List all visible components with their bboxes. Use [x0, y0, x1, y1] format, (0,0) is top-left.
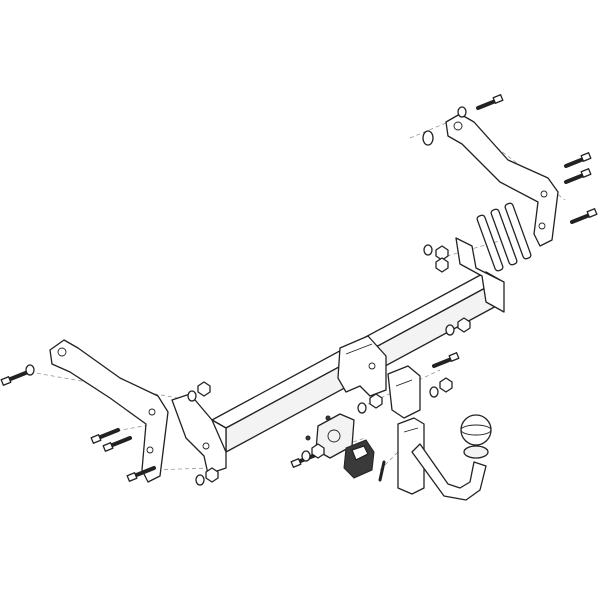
washer — [429, 386, 439, 398]
bolt — [476, 94, 504, 110]
nut — [205, 467, 219, 483]
crossbar-right-flange — [455, 237, 505, 313]
nut — [311, 443, 325, 459]
right-mounting-bracket — [445, 113, 559, 247]
bolt — [564, 152, 592, 168]
tow-ball-assembly — [397, 414, 492, 501]
tow-ball-collar — [463, 445, 489, 459]
washers — [25, 106, 467, 486]
bolt — [90, 428, 120, 444]
nut — [457, 317, 471, 333]
washer — [422, 130, 434, 146]
washer — [357, 402, 367, 414]
bolt — [564, 168, 592, 184]
bolt — [570, 208, 598, 224]
crossbar-center-bracket — [337, 335, 387, 397]
nut — [197, 381, 211, 397]
tow-ball-neck — [411, 443, 487, 501]
spacer-plates — [476, 202, 532, 272]
spacer-plate — [476, 214, 504, 272]
bolt — [378, 460, 386, 482]
washer — [301, 450, 311, 462]
nut — [369, 393, 383, 409]
crossbar-left-flange — [171, 393, 227, 475]
nut — [439, 377, 453, 393]
spacer-plate — [490, 208, 518, 266]
bolt — [126, 466, 156, 482]
washer — [187, 390, 197, 402]
bolt — [102, 436, 132, 452]
bolt — [432, 352, 460, 368]
left-mounting-bracket — [49, 339, 169, 483]
bolt — [0, 370, 30, 386]
crossbar — [171, 237, 505, 475]
neck-socket-housing — [397, 417, 425, 495]
nut — [435, 257, 449, 273]
small-washer — [305, 435, 311, 441]
small-washer — [325, 415, 331, 421]
electrical-socket-assembly — [315, 365, 421, 479]
tow-ball — [460, 414, 492, 446]
spacer-plate — [504, 202, 532, 260]
washer — [25, 364, 35, 376]
washer — [423, 244, 433, 256]
socket-cable-clamp — [387, 365, 421, 419]
bolts — [0, 94, 598, 482]
washer — [195, 474, 205, 486]
nuts — [197, 245, 471, 483]
washer — [457, 106, 467, 118]
nut — [435, 245, 449, 261]
washer — [445, 324, 455, 336]
